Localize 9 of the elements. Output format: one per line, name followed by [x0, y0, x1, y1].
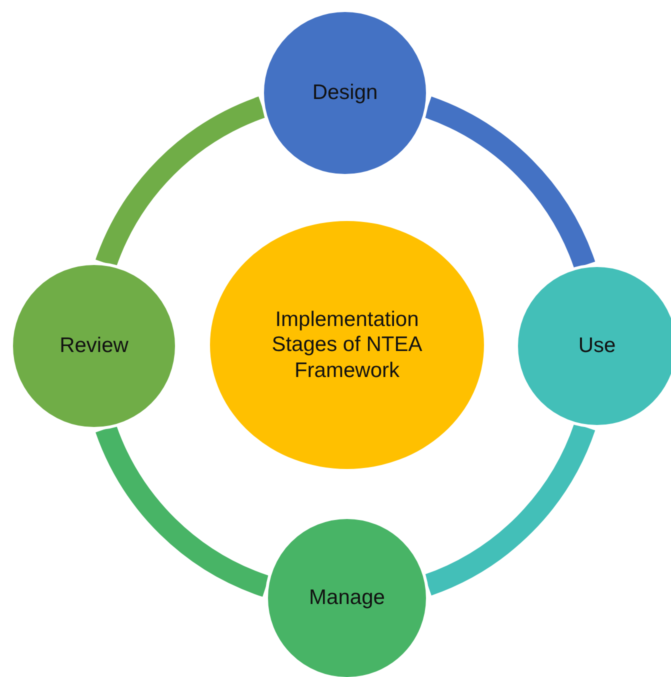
stage-label: Design — [312, 80, 378, 106]
cycle-arc — [424, 96, 595, 270]
stage-label: Manage — [309, 585, 385, 611]
stage-label: Implementation Stages of NTEA Framework — [270, 307, 424, 383]
stage-label: Use — [578, 333, 616, 359]
cycle-arc — [424, 422, 595, 596]
cycle-arc — [96, 96, 266, 268]
cycle-arc — [96, 424, 270, 597]
stage-label: Review — [60, 333, 128, 359]
